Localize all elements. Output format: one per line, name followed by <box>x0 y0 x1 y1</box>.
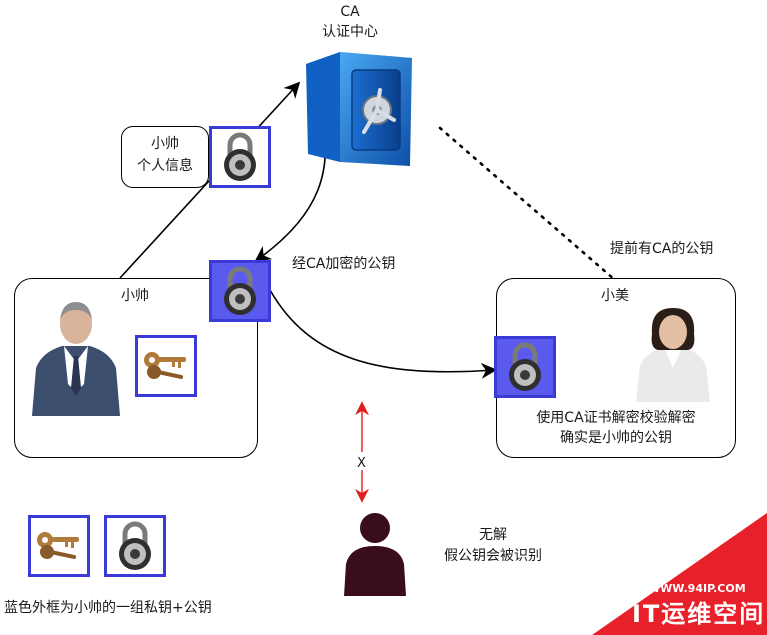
safe-icon <box>306 52 412 166</box>
xiaomei-name: 小美 <box>601 288 629 304</box>
legend-text: 蓝色外框为小帅的一组私钥+公钥 <box>4 600 212 616</box>
watermark-brand: IT运维空间 <box>632 600 766 628</box>
preloaded-ca-label: 提前有CA的公钥 <box>610 241 714 257</box>
encrypted-pubkey-frame <box>209 260 271 322</box>
padlock-icon <box>224 132 256 181</box>
businessman-avatar <box>32 302 120 416</box>
padlock-icon <box>119 521 151 570</box>
attacker-silhouette-icon <box>344 513 406 596</box>
ca-title: CA <box>340 4 360 20</box>
padlock-icon <box>509 342 541 391</box>
businesswoman-avatar <box>636 308 710 402</box>
legend-key-frame <box>28 515 90 577</box>
personal-info-box <box>121 126 209 188</box>
verify-line2: 确实是小帅的公钥 <box>560 430 672 446</box>
ca-subtitle: 认证中心 <box>322 24 378 40</box>
private-key-frame <box>135 335 197 397</box>
info-line1: 小帅 <box>151 136 179 152</box>
blocked-x-label: X <box>357 456 366 471</box>
watermark-banner <box>592 513 767 635</box>
attacker-line2: 假公钥会被识别 <box>444 548 542 564</box>
padlock-icon <box>224 266 256 315</box>
info-lock-frame <box>209 126 271 188</box>
xiaoshuai-name: 小帅 <box>121 288 149 304</box>
verify-line1: 使用CA证书解密校验解密 <box>536 410 696 426</box>
arrow-to-xiaomei <box>269 289 498 379</box>
legend-lock-frame <box>104 515 166 577</box>
watermark-url: WWW.94IP.COM <box>648 582 746 595</box>
keys-icon <box>37 532 79 559</box>
info-line2: 个人信息 <box>137 158 193 174</box>
keys-icon <box>144 352 186 379</box>
dotted-ca-to-xiaomei <box>438 126 617 282</box>
attacker-line1: 无解 <box>479 527 507 543</box>
received-pubkey-frame <box>494 336 556 398</box>
encrypted-pubkey-label: 经CA加密的公钥 <box>292 256 396 272</box>
